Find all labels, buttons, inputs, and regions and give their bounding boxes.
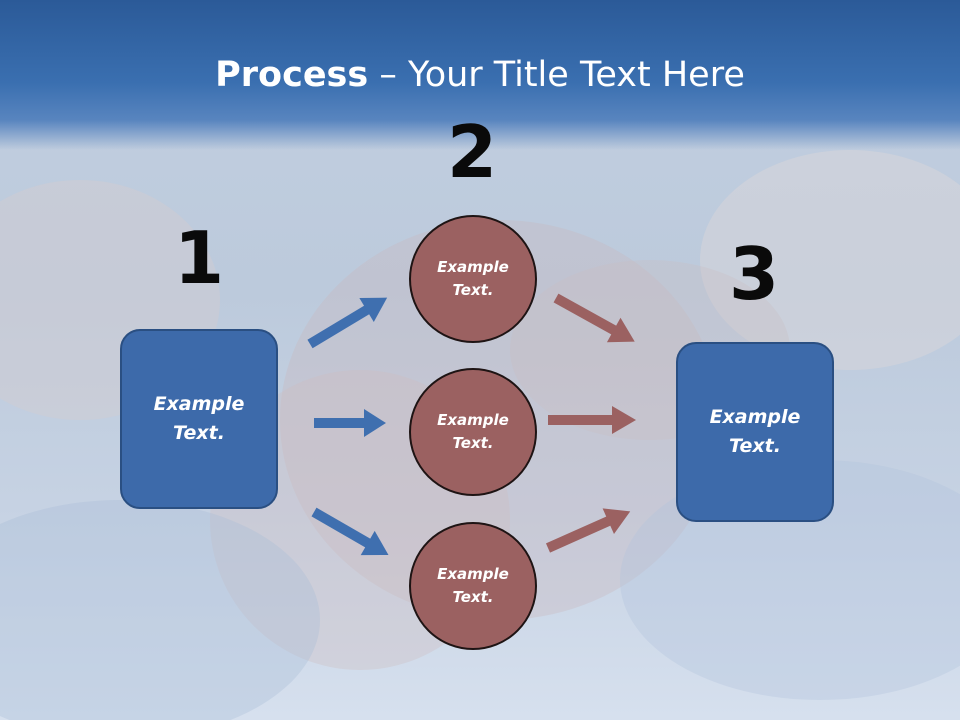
title-band <box>0 0 960 150</box>
circle-top-text: Example Text. <box>437 258 509 299</box>
step-number-2: 2 <box>446 110 498 194</box>
circle-bottom: Example Text. <box>409 522 537 650</box>
left-box: Example Text. <box>120 329 278 509</box>
title-bold: Process <box>215 55 369 95</box>
arrow-bottom-to-right <box>545 508 631 553</box>
arrow-top-to-right <box>553 293 635 343</box>
circle-middle-text: Example Text. <box>437 411 509 452</box>
title-rest: – Your Title Text Here <box>368 55 745 95</box>
slide-title: Process – Your Title Text Here <box>0 52 960 98</box>
arrow-left-to-bottom <box>311 507 389 556</box>
circle-middle: Example Text. <box>409 368 537 496</box>
right-box: Example Text. <box>676 342 834 522</box>
right-box-text: Example Text. <box>709 406 801 457</box>
left-box-text: Example Text. <box>153 393 245 444</box>
circle-bottom-text: Example Text. <box>437 565 509 606</box>
arrow-left-to-middle <box>314 409 386 437</box>
step-number-1: 1 <box>173 216 225 300</box>
arrow-left-to-top <box>307 297 388 349</box>
step-number-3: 3 <box>728 232 780 316</box>
circle-top: Example Text. <box>409 215 537 343</box>
arrow-middle-to-right <box>548 406 636 434</box>
